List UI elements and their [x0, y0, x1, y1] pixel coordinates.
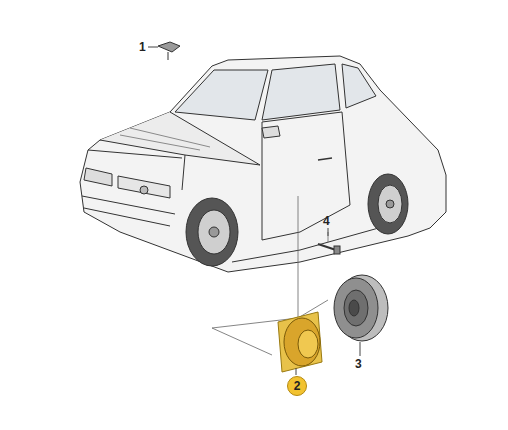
callout-number: 1	[139, 40, 146, 54]
callout-number: 3	[355, 357, 362, 371]
highlight-callout: 2	[287, 376, 307, 396]
callout-number: 2	[294, 379, 301, 393]
callout-number: 4	[323, 214, 330, 228]
